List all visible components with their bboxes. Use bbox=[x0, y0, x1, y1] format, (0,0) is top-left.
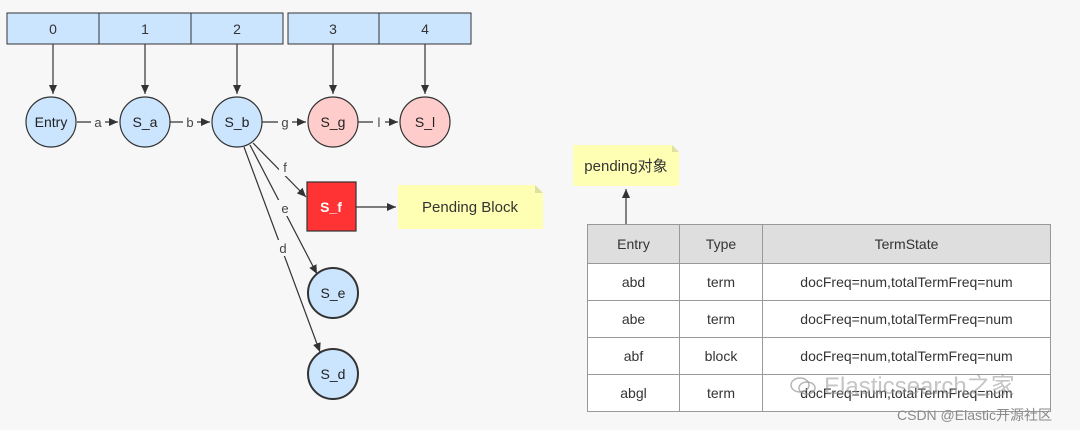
watermark-main: Elasticsearch之家 bbox=[790, 366, 1015, 401]
node-s-l: S_l bbox=[399, 96, 451, 148]
column-header-type: Type bbox=[679, 224, 763, 264]
svg-text:b: b bbox=[186, 115, 193, 130]
cell-termstate: docFreq=num,totalTermFreq=num bbox=[762, 337, 1051, 375]
svg-text:S_d: S_d bbox=[321, 366, 346, 382]
node-s-e: S_e bbox=[307, 267, 359, 319]
svg-text:S_g: S_g bbox=[321, 114, 346, 130]
edge-b: b bbox=[170, 114, 210, 130]
term-state-table: Entry Type TermState abd term docFreq=nu… bbox=[587, 224, 1051, 412]
cell-termstate: docFreq=num,totalTermFreq=num bbox=[762, 263, 1051, 301]
table-row: abe term docFreq=num,totalTermFreq=num bbox=[587, 300, 1051, 338]
node-s-b: S_b bbox=[211, 96, 263, 148]
wechat-icon bbox=[790, 377, 816, 395]
edge-f: f bbox=[252, 142, 307, 198]
note-pending-object: pending对象 bbox=[573, 145, 679, 186]
node-s-g: S_g bbox=[307, 96, 359, 148]
svg-text:S_b: S_b bbox=[225, 114, 250, 130]
svg-text:g: g bbox=[281, 115, 288, 130]
svg-text:0: 0 bbox=[49, 21, 57, 37]
node-s-d: S_d bbox=[307, 348, 359, 400]
svg-text:e: e bbox=[281, 201, 288, 216]
edge-g: g bbox=[262, 114, 306, 130]
svg-text:l: l bbox=[378, 115, 381, 130]
cell-type: term bbox=[679, 300, 763, 338]
cell-type: term bbox=[679, 374, 763, 412]
svg-text:Entry: Entry bbox=[35, 114, 68, 130]
watermark-credit: CSDN @Elastic开源社区 bbox=[897, 407, 1053, 423]
edge-l: l bbox=[358, 114, 398, 130]
array-cell-2: 2 bbox=[190, 12, 284, 45]
array-cell-0: 0 bbox=[6, 12, 100, 45]
cell-termstate: docFreq=num,totalTermFreq=num bbox=[762, 300, 1051, 338]
table-header-row: Entry Type TermState bbox=[587, 224, 1051, 264]
column-header-entry: Entry bbox=[587, 224, 680, 264]
svg-text:pending对象: pending对象 bbox=[584, 158, 667, 175]
node-s-a: S_a bbox=[119, 96, 171, 148]
svg-text:S_f: S_f bbox=[320, 199, 342, 215]
array-cell-4: 4 bbox=[378, 12, 472, 45]
svg-text:Pending Block: Pending Block bbox=[422, 199, 518, 216]
svg-text:2: 2 bbox=[233, 21, 241, 37]
cell-entry: abf bbox=[587, 337, 680, 375]
array-cell-1: 1 bbox=[98, 12, 192, 45]
node-s-f: S_f bbox=[306, 181, 357, 232]
svg-text:S_a: S_a bbox=[133, 114, 158, 130]
watermark-main-text: Elasticsearch之家 bbox=[824, 373, 1015, 400]
svg-text:3: 3 bbox=[329, 21, 337, 37]
cell-type: block bbox=[679, 337, 763, 375]
edge-a: a bbox=[77, 114, 118, 130]
svg-text:1: 1 bbox=[141, 21, 149, 37]
edge-d: d bbox=[243, 146, 321, 353]
column-header-termstate: TermState bbox=[762, 224, 1051, 264]
svg-text:S_l: S_l bbox=[415, 114, 435, 130]
cell-type: term bbox=[679, 263, 763, 301]
table-row: abd term docFreq=num,totalTermFreq=num bbox=[587, 263, 1051, 301]
cell-entry: abgl bbox=[587, 374, 680, 412]
table-row: abf block docFreq=num,totalTermFreq=num bbox=[587, 337, 1051, 375]
note-pending-block: Pending Block bbox=[398, 185, 543, 229]
svg-text:4: 4 bbox=[421, 21, 429, 37]
array-cell-3: 3 bbox=[287, 12, 380, 45]
cell-entry: abd bbox=[587, 263, 680, 301]
cell-entry: abe bbox=[587, 300, 680, 338]
svg-text:d: d bbox=[279, 241, 286, 256]
node-entry: Entry bbox=[25, 96, 77, 148]
svg-text:f: f bbox=[283, 160, 287, 175]
svg-text:a: a bbox=[94, 115, 102, 130]
svg-text:S_e: S_e bbox=[321, 285, 346, 301]
edge-e: e bbox=[249, 144, 318, 275]
